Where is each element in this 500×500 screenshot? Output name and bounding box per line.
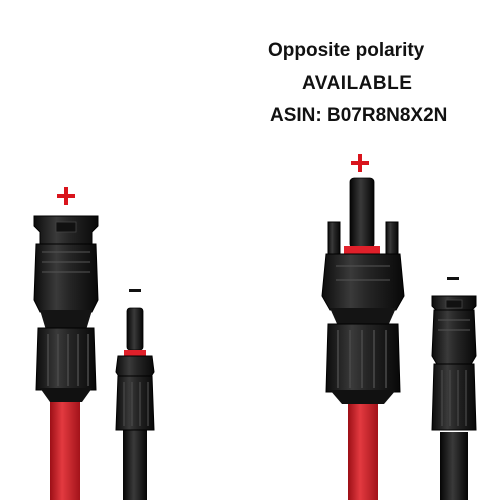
left-female-connector — [33, 215, 99, 500]
left-black-cable — [123, 430, 147, 500]
right-black-cable — [440, 432, 468, 500]
caption-asin: ASIN: B07R8N8X2N — [270, 105, 448, 126]
right-red-cable — [348, 395, 378, 500]
right-minus-marker — [447, 277, 459, 280]
caption-opposite-polarity: Opposite polarity — [268, 40, 425, 61]
right-plus-marker — [351, 154, 369, 172]
right-male-connector — [321, 177, 405, 500]
left-plus-marker — [57, 187, 75, 205]
left-male-connector — [115, 307, 155, 500]
right-female-connector — [431, 295, 477, 500]
left-minus-marker — [129, 289, 141, 292]
left-red-cable — [50, 395, 80, 500]
caption-available: AVAILABLE — [302, 73, 413, 94]
